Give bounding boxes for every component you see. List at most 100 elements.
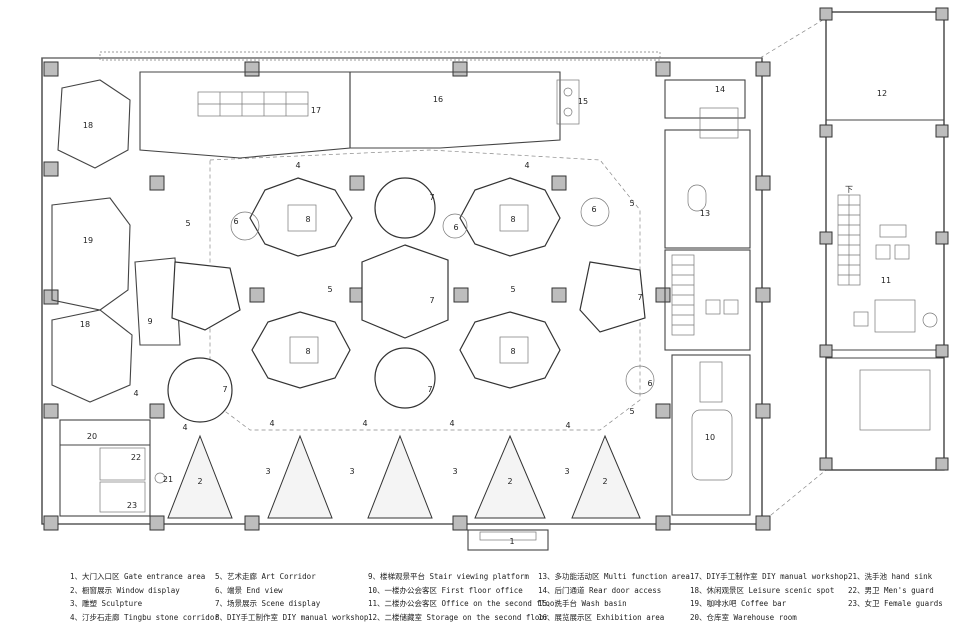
legend-item: 22、男卫 Men's guard <box>848 585 934 595</box>
area-number: 4 <box>362 419 367 428</box>
area-number: 6 <box>453 223 458 232</box>
office-furniture-upper <box>853 224 938 431</box>
legend-item: 20、仓库室 Warehouse room <box>690 612 797 622</box>
scene-display-circle <box>374 177 436 239</box>
area-number: 16 <box>433 95 443 104</box>
area-number: 4 <box>449 419 454 428</box>
stair-platform-9 <box>134 257 181 346</box>
window-display-triangle <box>474 434 546 519</box>
area-number: 2 <box>197 477 202 486</box>
area-number: 23 <box>127 501 137 510</box>
art-corridor-boundary <box>209 149 641 431</box>
end-view-plant <box>442 213 468 239</box>
diy-workshop-hex <box>459 177 561 257</box>
area-number: 18 <box>80 320 90 329</box>
area-number: 3 <box>349 467 354 476</box>
area-number: 21 <box>163 475 173 484</box>
legend-column: 1、大门入口区 Gate entrance area 2、橱窗展示 Window… <box>70 570 219 624</box>
window-display-triangle <box>571 434 641 519</box>
legend-item: 15、洗手台 Wash basin <box>538 599 627 608</box>
area-number: 5 <box>629 199 634 208</box>
legend-item: 13、多功能活动区 Multi function area <box>538 572 690 581</box>
area-number: 4 <box>182 423 187 432</box>
area-number: 4 <box>295 161 300 170</box>
area-number: 5 <box>510 285 515 294</box>
area-number: 13 <box>700 209 710 218</box>
legend-item: 11、二楼办公会客区 Office on the second floor <box>368 599 559 608</box>
legend-item: 21、洗手池 hand sink <box>848 572 933 581</box>
area-number: 14 <box>715 85 725 94</box>
scene-display-circle <box>167 357 233 423</box>
second-floor-outline <box>825 11 945 471</box>
area-number: 6 <box>647 379 652 388</box>
scene-display-leaf <box>361 244 449 339</box>
area-number: 3 <box>265 467 270 476</box>
legend-item: 5、艺术走廊 Art Corridor <box>215 572 316 581</box>
area-number-labels: 1 2 2 2 3 3 3 3 4 4 4 4 4 4 4 4 5 5 5 5 … <box>80 85 891 546</box>
area-number: 8 <box>305 347 310 356</box>
scene-display-circle <box>374 347 436 409</box>
stair-down-label: 下 <box>845 185 853 194</box>
area-number: 2 <box>602 477 607 486</box>
gate-entrance <box>467 529 549 551</box>
area-number: 4 <box>524 161 529 170</box>
projection-line <box>759 17 827 59</box>
area-number: 4 <box>269 419 274 428</box>
wash-basin-15 <box>556 79 580 125</box>
area-number: 10 <box>705 433 715 442</box>
area-number: 8 <box>305 215 310 224</box>
diy-workshop-hex <box>251 311 351 389</box>
legend-item: 4、汀步石走廊 Tingbu stone corridor <box>70 612 219 622</box>
workshop-17-outline <box>139 71 351 159</box>
workshop-17-table <box>197 91 309 117</box>
area-number: 7 <box>427 385 432 394</box>
leisure-pod-18-bottom <box>51 309 133 403</box>
legend-item: 14、后门通道 Rear door access <box>538 585 662 595</box>
diy-workshop-hex <box>459 311 561 389</box>
area-number: 11 <box>881 276 891 285</box>
area-number: 5 <box>185 219 190 228</box>
end-view-plant <box>580 197 610 227</box>
area-number: 5 <box>327 285 332 294</box>
area-number: 9 <box>147 317 152 326</box>
end-view-plant <box>625 365 655 395</box>
area-number: 17 <box>311 106 321 115</box>
area-number: 12 <box>877 89 887 98</box>
legend-item: 10、一楼办公会客区 First floor office <box>368 585 523 595</box>
scene-display-leaf <box>579 261 646 333</box>
area-number: 3 <box>452 467 457 476</box>
legend-column: 9、楼梯观景平台 Stair viewing platform 10、一楼办公会… <box>368 570 559 624</box>
window-display-triangle <box>267 434 333 519</box>
legend-item: 3、雕塑 Sculpture <box>70 599 143 608</box>
legend-column: 13、多功能活动区 Multi function area 14、后门通道 Re… <box>538 570 690 624</box>
legend-item: 18、休闲观景区 Leisure scenic spot <box>690 585 835 595</box>
area-number: 3 <box>564 467 569 476</box>
legend-item: 17、DIY手工制作室 DIY manual workshop <box>690 572 848 581</box>
legend: 1、大门入口区 Gate entrance area 2、橱窗展示 Window… <box>0 560 960 630</box>
area-number: 8 <box>510 215 515 224</box>
area-number: 19 <box>83 236 93 245</box>
service-block <box>664 79 751 516</box>
projection-line <box>759 469 827 525</box>
leisure-pod-18-top <box>57 79 131 169</box>
scene-display-leaf <box>171 261 241 331</box>
area-number: 8 <box>510 347 515 356</box>
legend-column: 21、洗手池 hand sink 22、男卫 Men's guard 23、女卫… <box>848 570 943 611</box>
area-number: 4 <box>133 389 138 398</box>
legend-column: 5、艺术走廊 Art Corridor 6、端景 End view 7、场景展示… <box>215 570 368 624</box>
legend-item: 19、咖啡水吧 Coffee bar <box>690 599 787 608</box>
legend-item: 12、二楼储藏室 Storage on the second floor <box>368 612 549 622</box>
legend-item: 2、橱窗展示 Window display <box>70 585 180 595</box>
legend-item: 6、端景 End view <box>215 585 283 595</box>
area-number: 6 <box>233 217 238 226</box>
stair-upper <box>837 194 861 286</box>
area-number: 7 <box>429 296 434 305</box>
toilet-block <box>59 419 166 517</box>
area-number: 2 <box>507 477 512 486</box>
area-number: 7 <box>637 293 642 302</box>
diy-table <box>499 204 529 232</box>
end-view-plant <box>230 211 260 241</box>
area-number: 15 <box>578 97 588 106</box>
legend-item: 9、楼梯观景平台 Stair viewing platform <box>368 572 529 581</box>
area-number: 22 <box>131 453 141 462</box>
